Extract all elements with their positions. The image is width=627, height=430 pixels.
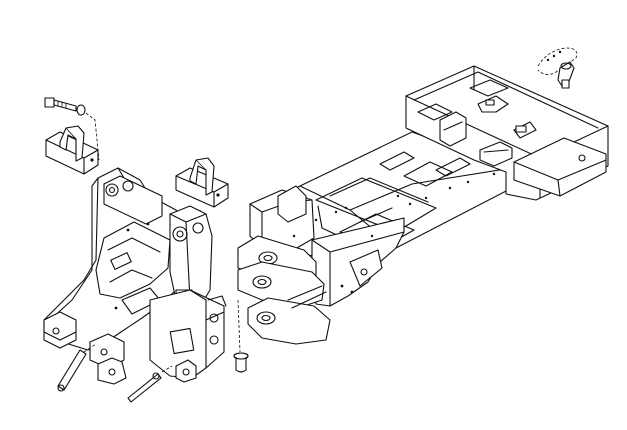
- hose-fitting-icon: [537, 47, 578, 89]
- bolt-icon: [44, 97, 100, 161]
- pivot-pin-icon: [233, 299, 249, 373]
- rear-frame-icon: [237, 65, 609, 345]
- lower-link-icon: [57, 343, 97, 392]
- cotter-pin-icon: [127, 365, 173, 403]
- upper-bracket-right-icon: [175, 157, 229, 229]
- front-frame-icon: [43, 167, 227, 385]
- upper-bracket-left-icon: [45, 125, 99, 175]
